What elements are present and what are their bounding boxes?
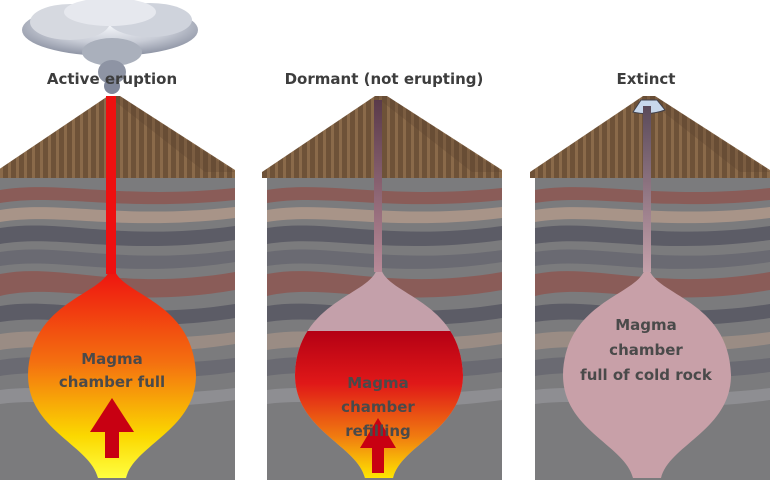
chamber-label-dormant-line3: refilling	[345, 422, 411, 440]
panel-title-extinct: Extinct	[617, 70, 676, 88]
panel-title-active: Active eruption	[47, 70, 177, 88]
chamber-label-dormant-line1: Magma	[347, 374, 409, 392]
chamber-label-dormant-line2: chamber	[341, 398, 415, 416]
upward-arrow-icon	[360, 418, 396, 473]
chamber-label-active-line1: Magma	[81, 350, 143, 368]
panel-dormant	[262, 96, 502, 480]
magma-conduit	[106, 96, 116, 274]
magma-conduit	[374, 100, 382, 272]
chamber-label-active-line2: chamber full	[59, 373, 165, 391]
magma-chamber-cold	[563, 268, 731, 478]
ash-cloud	[22, 0, 198, 94]
upward-arrow-icon	[90, 398, 134, 458]
panel-title-dormant: Dormant (not erupting)	[285, 70, 484, 88]
chamber-label-extinct-line1: Magma	[615, 316, 677, 334]
chamber-label-extinct-line2: chamber	[609, 341, 683, 359]
panel-extinct	[530, 96, 770, 480]
magma-chamber-full	[28, 268, 196, 478]
magma-conduit	[643, 106, 651, 272]
chamber-label-extinct-line3: full of cold rock	[580, 366, 713, 384]
panel-active	[0, 0, 235, 480]
